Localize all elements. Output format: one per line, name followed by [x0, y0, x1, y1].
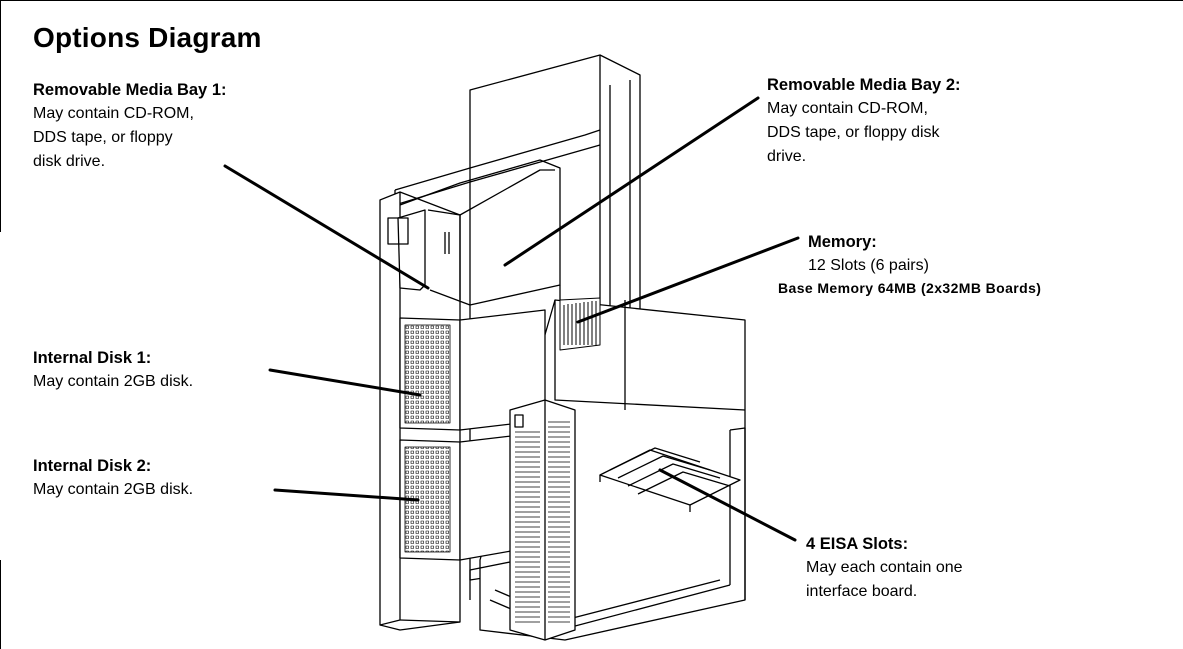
callout-eisa-line: interface board.	[806, 583, 918, 600]
leader-lines	[223, 96, 800, 542]
callout-memory: Memory: 12 Slots (6 pairs)	[808, 230, 929, 278]
callout-disk1-heading: Internal Disk 1:	[33, 349, 152, 367]
leader-bay1	[223, 164, 430, 290]
callout-memory-base: Base Memory 64MB (2x32MB Boards)	[778, 280, 1042, 296]
callout-bay2-line: drive.	[767, 148, 807, 165]
leader-eisa	[658, 468, 797, 542]
diagram-title: Options Diagram	[33, 22, 262, 53]
frame-left-border	[0, 0, 1, 232]
memory-slots	[559, 297, 601, 351]
callout-memory-line: 12 Slots (6 pairs)	[808, 257, 929, 274]
leader-memory	[576, 236, 800, 324]
callout-disk2: Internal Disk 2: May contain 2GB disk.	[33, 454, 193, 502]
frame-left-border-lower	[0, 560, 1, 649]
callout-bay1-line: disk drive.	[33, 153, 106, 170]
callout-disk2-line: May contain 2GB disk.	[33, 481, 194, 498]
callout-disk2-heading: Internal Disk 2:	[33, 457, 152, 475]
callout-bay1-heading: Removable Media Bay 1:	[33, 81, 227, 99]
leader-disk2	[273, 488, 420, 502]
callout-bay2-heading: Removable Media Bay 2:	[767, 76, 961, 94]
callout-bay1: Removable Media Bay 1: May contain CD-RO…	[33, 78, 227, 174]
callout-bay2-line: May contain CD-ROM,	[767, 100, 928, 117]
callout-eisa-line: May each contain one	[806, 559, 963, 576]
callout-bay2-line: DDS tape, or floppy disk	[767, 124, 940, 141]
callout-bay2: Removable Media Bay 2: May contain CD-RO…	[767, 73, 961, 169]
leader-disk1	[268, 368, 422, 397]
callout-eisa-heading: 4 EISA Slots:	[806, 535, 909, 553]
callout-bay1-line: DDS tape, or floppy	[33, 129, 173, 146]
callout-disk1-line: May contain 2GB disk.	[33, 373, 194, 390]
callout-eisa: 4 EISA Slots: May each contain one inter…	[806, 532, 963, 604]
callout-disk1: Internal Disk 1: May contain 2GB disk.	[33, 346, 193, 394]
callout-bay1-line: May contain CD-ROM,	[33, 105, 194, 122]
media-bay-box	[387, 159, 561, 306]
leader-bay2	[503, 96, 760, 267]
callout-memory-heading: Memory:	[808, 233, 877, 251]
power-supply-unit	[509, 399, 576, 641]
eisa-slots	[599, 447, 741, 512]
frame-top-border	[0, 0, 1183, 1]
